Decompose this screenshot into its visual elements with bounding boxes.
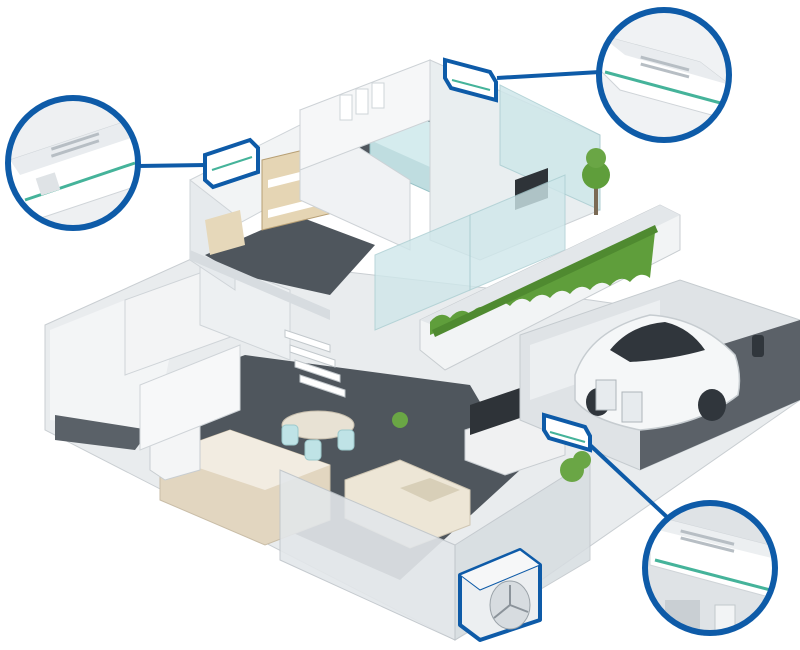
garage — [519, 279, 800, 471]
upper-glass-wall — [499, 84, 601, 211]
potted-tree — [582, 148, 610, 215]
split-ac-indoor-icon — [203, 137, 260, 190]
dining-table — [281, 410, 355, 440]
balcony-planter — [419, 204, 681, 371]
split-ac-indoor-icon — [542, 412, 592, 453]
callout-leader-lines — [137, 70, 670, 520]
indoor-plants — [392, 412, 591, 482]
magnifier-callout-top-right — [596, 7, 732, 143]
ac-outdoor-fan-icon — [458, 548, 542, 642]
ev-charger — [752, 335, 764, 357]
staircase — [284, 329, 346, 398]
magnifier-callout-left — [5, 95, 141, 231]
electrical-panels — [595, 379, 643, 423]
study-desk — [205, 210, 245, 255]
split-ac-indoor-icon — [443, 57, 498, 103]
television — [470, 388, 520, 435]
magnifier-callout-bottom-right — [642, 500, 778, 636]
